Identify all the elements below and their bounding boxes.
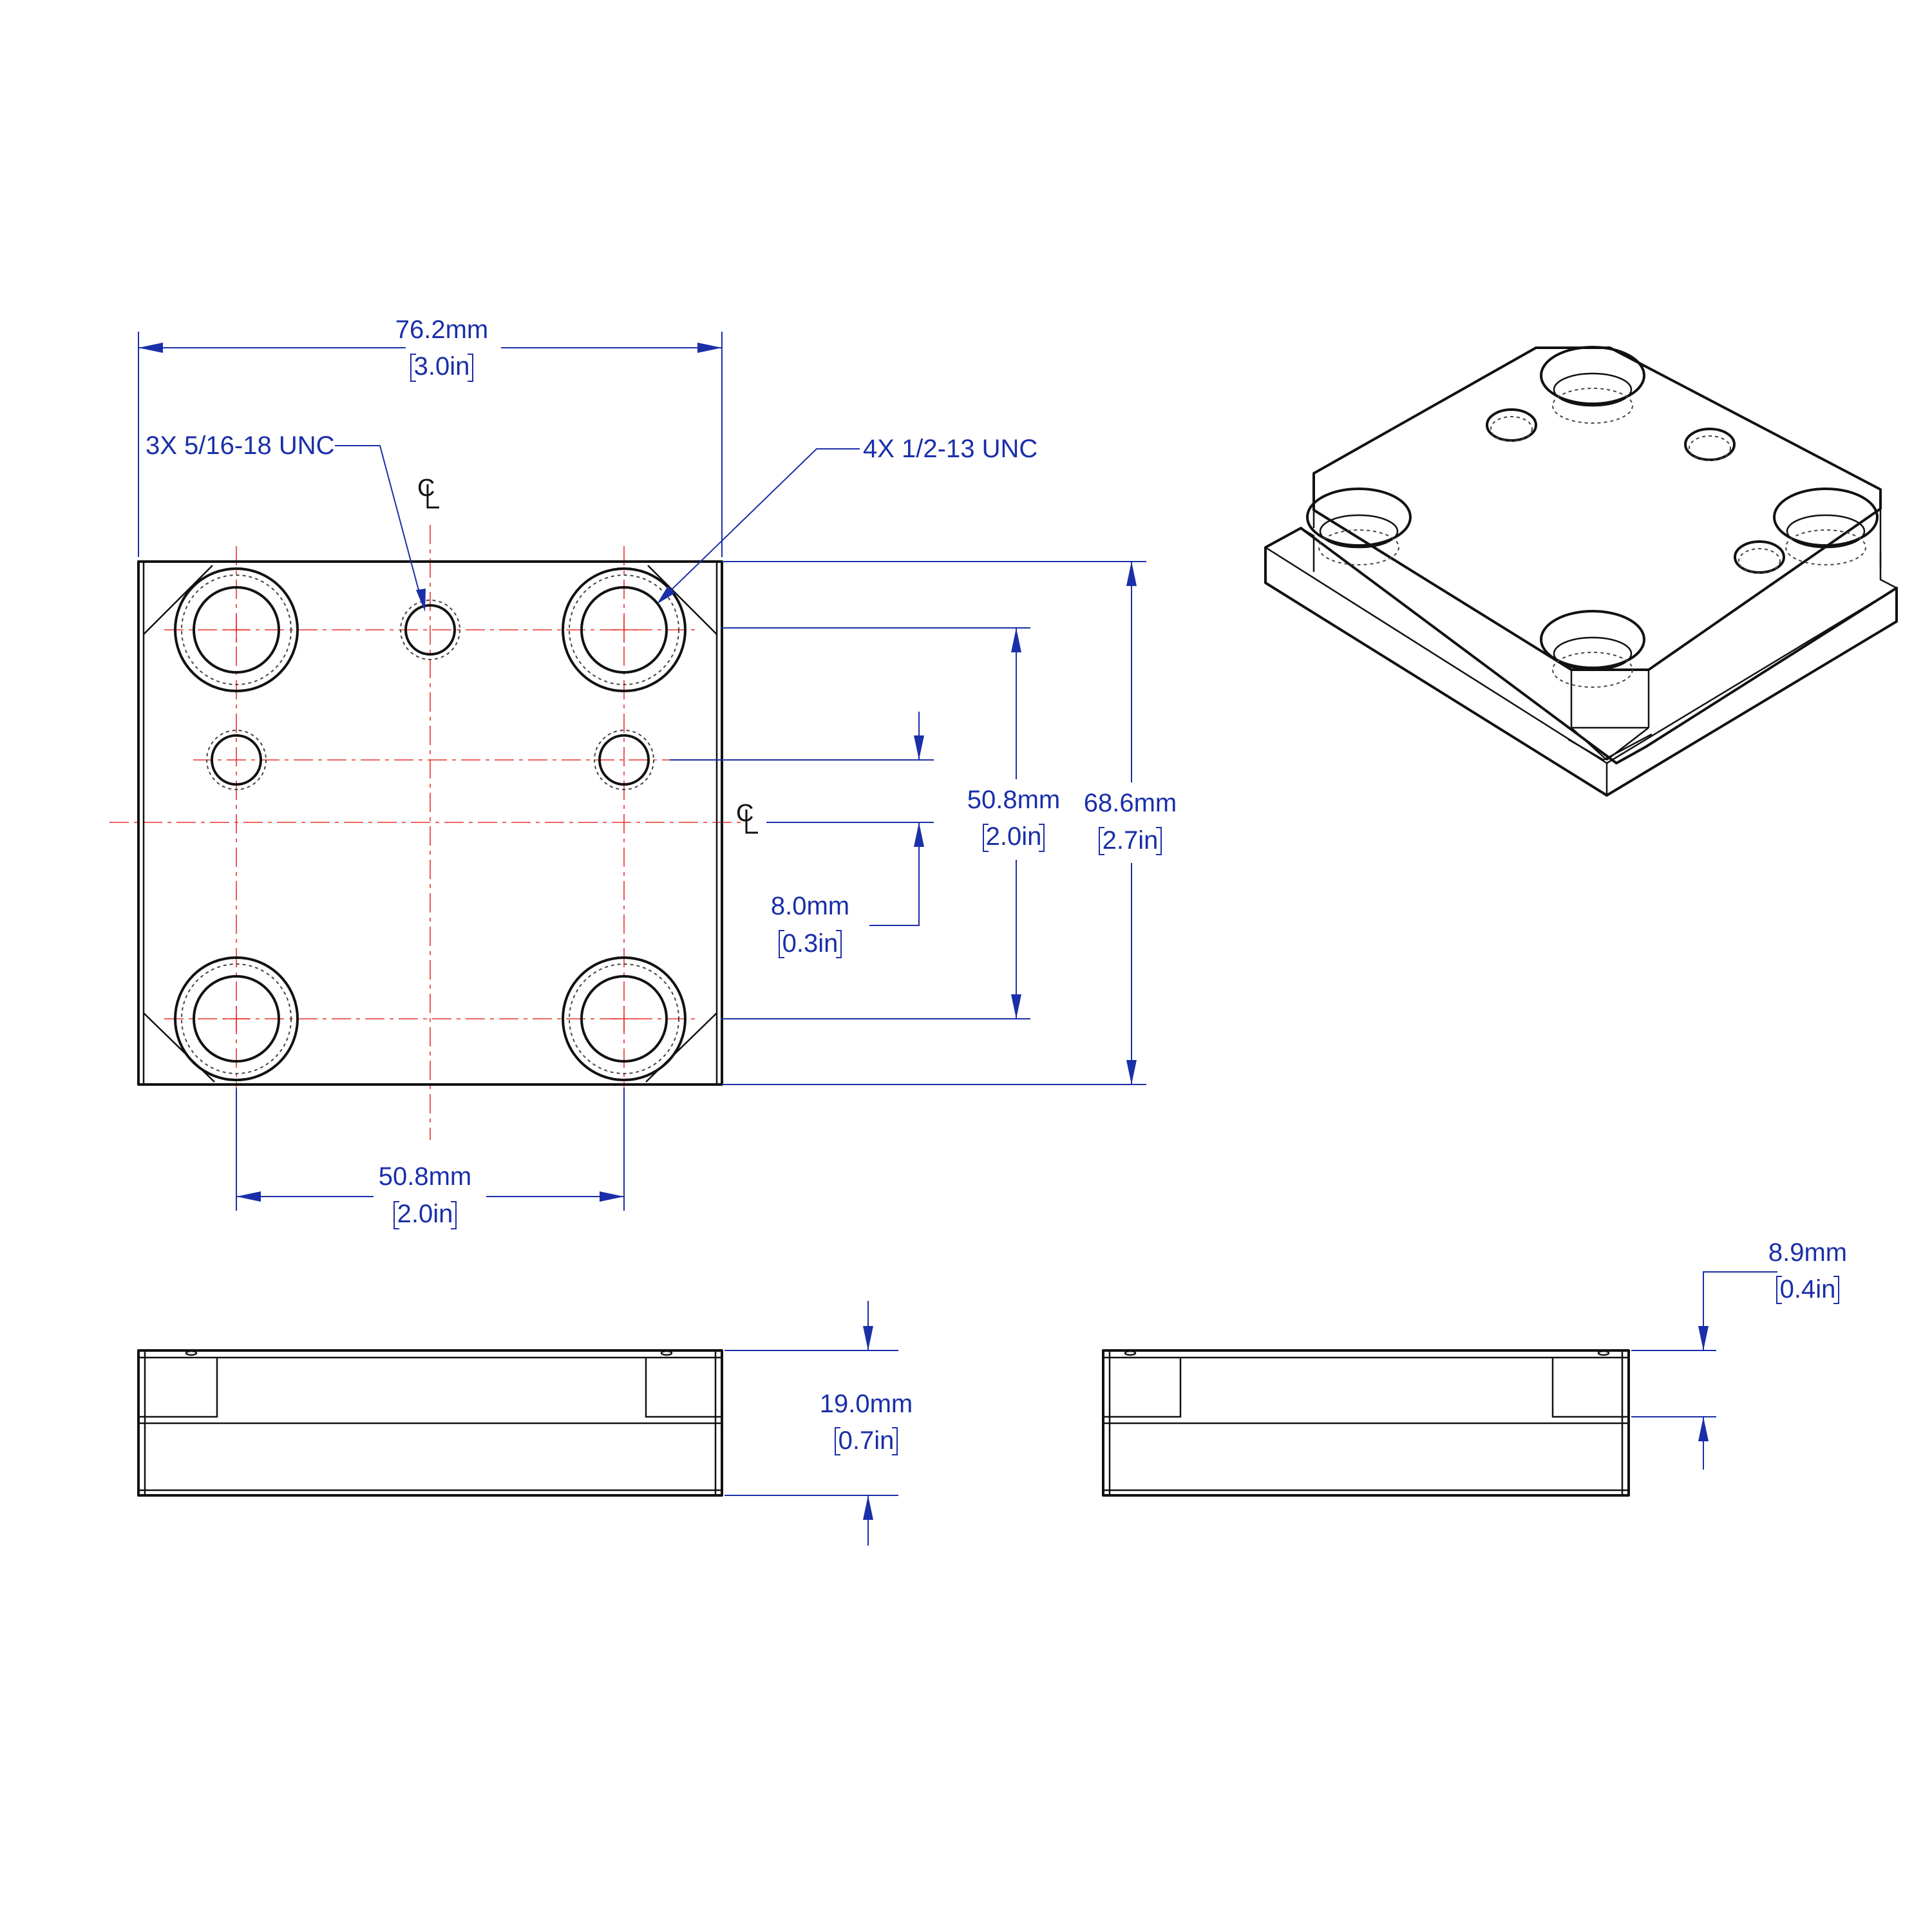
large-hole-br bbox=[562, 956, 687, 1081]
large-holes-callout: 4X 1/2-13 UNC bbox=[657, 435, 1037, 604]
svg-text:C: C bbox=[736, 800, 753, 827]
hole-spacing-mm: 50.8mm bbox=[967, 786, 1061, 814]
centerline-symbol-top: C bbox=[417, 475, 439, 509]
small-hole-left bbox=[206, 730, 267, 790]
bottom-dim-mm: 50.8mm bbox=[379, 1162, 472, 1191]
iso-small-holes bbox=[1486, 408, 1785, 574]
hole-spacing-dimension: 50.8mm 2.0in bbox=[721, 627, 1061, 1019]
large-hole-tr bbox=[562, 567, 687, 692]
plate-outline bbox=[137, 560, 723, 1086]
width-dim-mm: 76.2mm bbox=[395, 316, 489, 344]
top-view: C C 76.2mm 3.0in 3X 5/16-18 UNC 4X 1/2-1… bbox=[109, 316, 1177, 1229]
offset-dim-mm: 8.0mm bbox=[771, 892, 849, 920]
height-dimension: 68.6mm 2.7in bbox=[722, 561, 1177, 1085]
isometric-view bbox=[1264, 346, 1898, 797]
step-dim-mm: 8.9mm bbox=[1768, 1238, 1847, 1267]
end-view: 8.9mm 0.4in bbox=[1102, 1238, 1847, 1497]
height-dim-mm: 68.6mm bbox=[1084, 789, 1177, 817]
bottom-dim-in: 2.0in bbox=[397, 1200, 453, 1228]
large-hole-bl bbox=[174, 956, 299, 1081]
width-dimension: 76.2mm 3.0in bbox=[138, 316, 723, 557]
front-view: 19.0mm 0.7in bbox=[137, 1301, 913, 1546]
width-dim-in: 3.0in bbox=[414, 352, 470, 381]
svg-text:3X 5/16-18 UNC: 3X 5/16-18 UNC bbox=[146, 431, 334, 460]
iso-hole-front bbox=[1540, 610, 1645, 688]
step-dimension: 8.9mm 0.4in bbox=[1631, 1238, 1847, 1470]
large-hole-tl bbox=[174, 567, 299, 692]
offset-dimension: 8.0mm 0.3in bbox=[670, 712, 934, 958]
iso-hole-left bbox=[1306, 488, 1412, 565]
corner-chamfer-tr bbox=[647, 565, 717, 635]
iso-hole-back bbox=[1540, 346, 1645, 424]
corner-chamfer-tl bbox=[143, 565, 213, 635]
hole-spacing-in: 2.0in bbox=[986, 822, 1042, 851]
small-hole-top bbox=[400, 600, 460, 660]
iso-hole-right bbox=[1773, 488, 1879, 565]
offset-dim-in: 0.3in bbox=[782, 929, 838, 958]
step-dim-in: 0.4in bbox=[1780, 1275, 1836, 1303]
small-holes-callout: 3X 5/16-18 UNC bbox=[146, 431, 426, 612]
small-hole-right bbox=[594, 730, 654, 790]
bottom-spacing-dimension: 50.8mm 2.0in bbox=[236, 1088, 625, 1229]
height-dim-in: 2.7in bbox=[1103, 826, 1159, 855]
thickness-dimension: 19.0mm 0.7in bbox=[724, 1301, 913, 1546]
svg-text:4X 1/2-13 UNC: 4X 1/2-13 UNC bbox=[863, 435, 1037, 463]
thickness-dim-mm: 19.0mm bbox=[820, 1390, 913, 1418]
centerline-symbol-right: C bbox=[736, 800, 758, 834]
thickness-dim-in: 0.7in bbox=[838, 1426, 895, 1455]
svg-text:C: C bbox=[417, 475, 435, 502]
